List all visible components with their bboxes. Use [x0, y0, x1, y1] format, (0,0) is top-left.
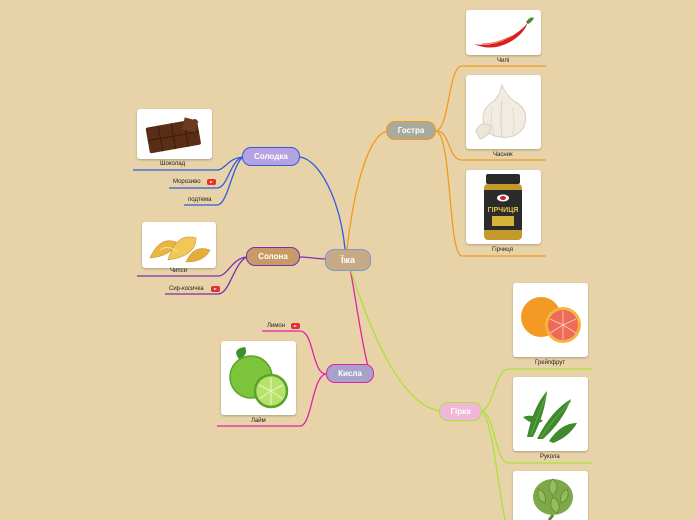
branch-sweet[interactable]: Солодка	[242, 147, 300, 166]
leaf-chocolate-label[interactable]: Шоколад	[160, 161, 185, 167]
video-icon[interactable]	[291, 323, 300, 329]
video-icon[interactable]	[207, 179, 216, 185]
chips-image	[142, 222, 216, 268]
leaf-podtema-label[interactable]: подтема	[188, 197, 211, 203]
leaf-icecream-label[interactable]: Морозиво	[173, 179, 201, 185]
branch-bitter[interactable]: Гірка	[439, 402, 482, 421]
mustard-jar-text: ГІРЧИЦЯ	[488, 207, 519, 214]
branch-salty[interactable]: Солона	[246, 247, 300, 266]
leaf-sausage-label[interactable]: Сир-косичка	[169, 286, 204, 292]
mustard-jar-image: ГІРЧИЦЯ	[466, 170, 541, 244]
arugula-image	[513, 377, 588, 451]
chocolate-image	[137, 109, 212, 159]
artichoke-image	[513, 471, 588, 520]
leaf-lemon-label[interactable]: Лимон	[267, 323, 285, 329]
leaf-mustard-label[interactable]: Гірчиця	[492, 247, 513, 253]
leaf-grapefruit-label[interactable]: Грейпфрут	[535, 360, 565, 366]
root-node[interactable]: Їжа	[325, 249, 371, 271]
branch-sour[interactable]: Кисла	[326, 364, 374, 383]
grapefruit-image	[513, 283, 588, 357]
chili-image	[466, 10, 541, 55]
leaf-chips-label[interactable]: Чипси	[170, 268, 187, 274]
leaf-chili-label[interactable]: Чилі	[497, 58, 509, 64]
leaf-lime-label[interactable]: Лайм	[251, 418, 266, 424]
leaf-arugula-label[interactable]: Рукола	[540, 454, 560, 460]
garlic-image	[466, 75, 541, 149]
lime-image	[221, 341, 296, 415]
leaf-garlic-label[interactable]: Часник	[493, 152, 513, 158]
branch-spicy[interactable]: Гостра	[386, 121, 436, 140]
video-icon[interactable]	[211, 286, 220, 292]
